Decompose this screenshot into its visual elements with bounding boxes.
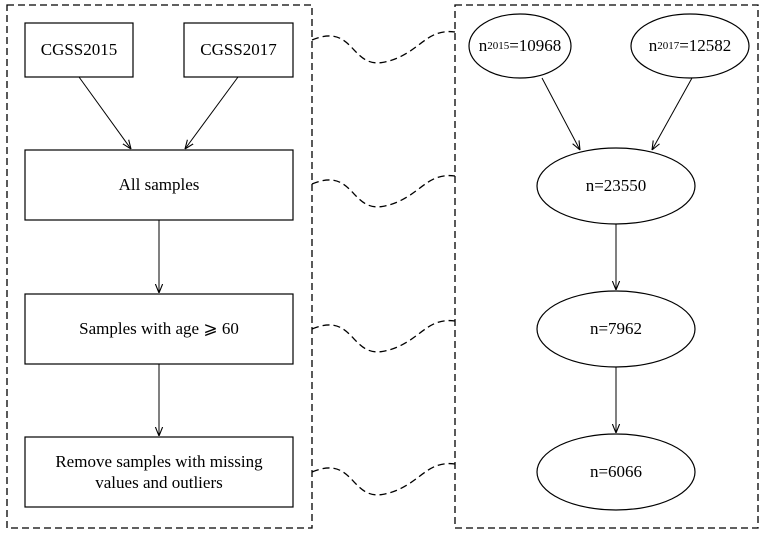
connector-all-samples xyxy=(311,175,456,208)
n2015-ellipse xyxy=(468,13,572,79)
connector-sources xyxy=(311,31,456,64)
connector-age xyxy=(311,320,456,353)
n6066-ellipse xyxy=(536,433,696,511)
all-samples-label: All samples xyxy=(118,175,200,195)
remove-missing-label: Remove samples with missing values and o… xyxy=(55,451,263,492)
right-panel-border xyxy=(454,4,759,529)
n23550-label: n=23550 xyxy=(585,176,647,196)
all-samples-box xyxy=(24,149,294,221)
cgss2017-label: CGSS2017 xyxy=(200,40,277,60)
age-filter-box xyxy=(24,293,294,365)
left-panel-border xyxy=(6,4,313,529)
connector-remove xyxy=(311,463,456,496)
n2015-value: =10968 xyxy=(509,36,562,56)
n2017-prefix: n xyxy=(648,36,658,56)
arrow-n2017-to-total xyxy=(652,77,693,150)
cgss2015-label: CGSS2015 xyxy=(40,40,118,60)
n2015-prefix: n xyxy=(478,36,488,56)
age-filter-label: Samples with age ⩾ 60 xyxy=(79,319,239,339)
n2017-ellipse xyxy=(630,13,750,79)
n7962-label: n=7962 xyxy=(589,319,643,339)
n6066-label: n=6066 xyxy=(589,462,643,482)
n2017-value: =12582 xyxy=(679,36,732,56)
arrow-cgss2015-to-all xyxy=(78,76,131,149)
arrow-n2015-to-total xyxy=(541,77,580,150)
remove-missing-box xyxy=(24,436,294,508)
arrow-cgss2017-to-all xyxy=(185,76,239,149)
cgss2017-box xyxy=(183,22,294,78)
